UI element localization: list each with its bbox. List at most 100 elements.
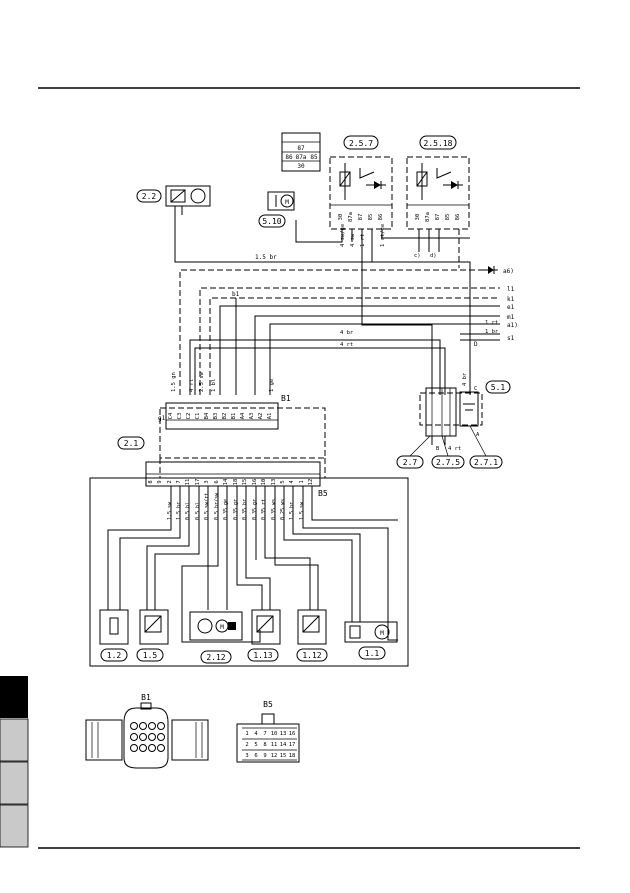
relay-2-5-7: 87 86 87a 85 30 2.5.7 30 87a 87 85 86: [281, 132, 393, 230]
relay-block-2-7: 4 br C A B 4 rt 5.1 2.7 2.7.5 2.7.1: [396, 372, 511, 469]
label-2-5-18: 2.5.18: [424, 139, 453, 148]
b1-wire-rt: 4 rt: [189, 379, 195, 392]
b5-pin-14: 14: [223, 478, 229, 485]
b5-pin-9: 9: [157, 480, 163, 483]
b1-pin-b3: B3: [213, 413, 219, 420]
b5-grid-4: 4: [254, 731, 258, 737]
ref-b1: b1: [232, 291, 240, 298]
wire-1-5-br-top: 1.5 br: [255, 254, 277, 261]
side-tab-2[interactable]: [0, 718, 29, 762]
b5-w5: 0.5 br/sw: [214, 492, 220, 520]
b1-view-label: B1: [141, 693, 151, 702]
motor-1-1: M 1.1: [344, 621, 398, 660]
label-2-7: 2.7: [403, 458, 418, 467]
ref-D: D: [474, 341, 478, 348]
b5-view-label: B5: [263, 700, 273, 709]
relay-2-5-7-body: [329, 156, 393, 230]
side-tab-4[interactable]: [0, 804, 29, 848]
wire-sw: 4 sw: [350, 233, 356, 247]
b1-pin-a1: A1: [267, 413, 273, 420]
ref-s1: s1: [507, 335, 515, 342]
pin-87-b: 87: [435, 214, 441, 221]
wire-1-rt: 1 rt: [485, 320, 498, 326]
pin-86: 86: [378, 214, 384, 221]
b5-grid-14: 14: [280, 742, 287, 748]
connector-b5: B5 8 9 2 7 11 17 3 6 14 18 15 16 10 13 5…: [89, 458, 409, 667]
wire-4-rt: 4 rt: [340, 342, 353, 348]
b5-pin-7: 7: [176, 480, 182, 483]
label-1-2: 1.2: [107, 651, 122, 660]
relay-table-87: 87: [297, 145, 305, 152]
sensor-1-5: 1.5: [136, 609, 169, 662]
b1-view-pins: [130, 722, 165, 752]
b5-grid-7: 7: [263, 731, 266, 737]
ref-a1: a1): [507, 322, 518, 329]
b5-grid-13: 13: [280, 731, 287, 737]
b1-pin-a4: A4: [240, 412, 246, 419]
b5-w11: 0.35 ws: [271, 499, 277, 520]
relay-2-5-7-pins: 30 87a 87 85 86: [338, 212, 384, 222]
b5-grid-5: 5: [254, 742, 257, 748]
wire-rtge: 1 rt/ge: [380, 224, 386, 247]
pin-87: 87: [358, 214, 364, 221]
b5-pin-11: 11: [185, 479, 191, 486]
ref-A: A: [476, 432, 480, 438]
b5-w7: 0.35 gr: [233, 499, 239, 520]
ref-C: C: [474, 386, 477, 392]
b5-pin-13: 13: [271, 479, 277, 486]
b5-pin-16: 16: [252, 479, 258, 486]
pin-30: 30: [338, 214, 344, 221]
component-5-10: M 5.10: [258, 191, 295, 228]
b5-grid-17: 17: [289, 742, 296, 748]
label-pill-2-5-7: [343, 135, 379, 150]
b1-pin-labels: C4 C3 C2 C1 B4 B3 B2 B1 A4 A3 A2 A1: [168, 412, 273, 419]
b1-pin-b4: B4: [204, 412, 210, 419]
label-2-12: 2.12: [206, 653, 225, 662]
svg-text:M: M: [285, 199, 289, 206]
b5-view-grid: 1 4 7 10 13 16 2 5 8 11 14 17 3 6 9 12 1…: [245, 731, 295, 759]
b5-label: B5: [318, 489, 328, 498]
b1-pin-b1: B1: [231, 413, 237, 420]
b5-pin-6: 6: [214, 480, 220, 483]
sensor-1-2: 1.2: [99, 609, 129, 662]
label-1-1: 1.1: [365, 649, 380, 658]
wires-top: 1.5 br 4 sw/ge 4 sw 1 rt 1 rt/ge c) d) a…: [174, 215, 518, 395]
label-pill-2-5-18: [419, 135, 457, 150]
b5-grid-1: 1: [245, 731, 248, 737]
b1-label: B1: [281, 394, 291, 403]
b5-pin-17: 17: [195, 479, 201, 486]
b1-wire-ge: 1 ge: [269, 379, 275, 392]
component-2-2: 2.2: [136, 185, 211, 215]
b5-pin-5: 5: [280, 480, 286, 483]
ref-d: d): [430, 253, 437, 259]
b5-w14: 1.5 sw: [299, 501, 305, 520]
b5-pin-12: 12: [308, 479, 314, 486]
label-2-5-7: 2.5.7: [349, 139, 373, 148]
b1-pin-c1: C1: [195, 413, 201, 420]
wire-4-br-5-1: 4 br: [462, 372, 468, 386]
b5-pin-3: 3: [204, 480, 210, 483]
b1-pin-c4: C4: [168, 412, 174, 419]
wire-4-rt-b: 4 rt: [448, 446, 461, 452]
wires-bottom: [107, 486, 398, 643]
ref-a6: a6): [503, 268, 514, 275]
pin-86-b: 86: [455, 214, 461, 221]
label-5-1: 5.1: [491, 383, 506, 392]
wire-1-br: 1 br: [485, 329, 499, 335]
b5-pin-labels: 8 9 2 7 11 17 3 6 14 18 15 16 10 13 5 4 …: [148, 478, 314, 485]
ref-c: c): [414, 253, 421, 259]
side-tab-1[interactable]: [0, 676, 28, 718]
label-2-2: 2.2: [142, 192, 157, 201]
b1-pin-c2: C2: [186, 413, 192, 420]
b5-w0: 1.5 sw: [167, 501, 173, 520]
side-tab-3[interactable]: [0, 761, 29, 805]
b1-pin-c3: C3: [177, 413, 183, 420]
b5-pin-8: 8: [148, 480, 154, 483]
pin-87a: 87a: [348, 212, 354, 222]
pin-30-b: 30: [415, 214, 421, 221]
wire-4-br: 4 br: [340, 330, 354, 336]
b5-wire-labels: 1.5 sw 1.5 br 0.5 bl 0.5 bl 0.5 sw/rt 0.…: [167, 492, 305, 520]
b1-pin-a3: A3: [249, 413, 255, 420]
valve-2-2: [165, 185, 211, 207]
